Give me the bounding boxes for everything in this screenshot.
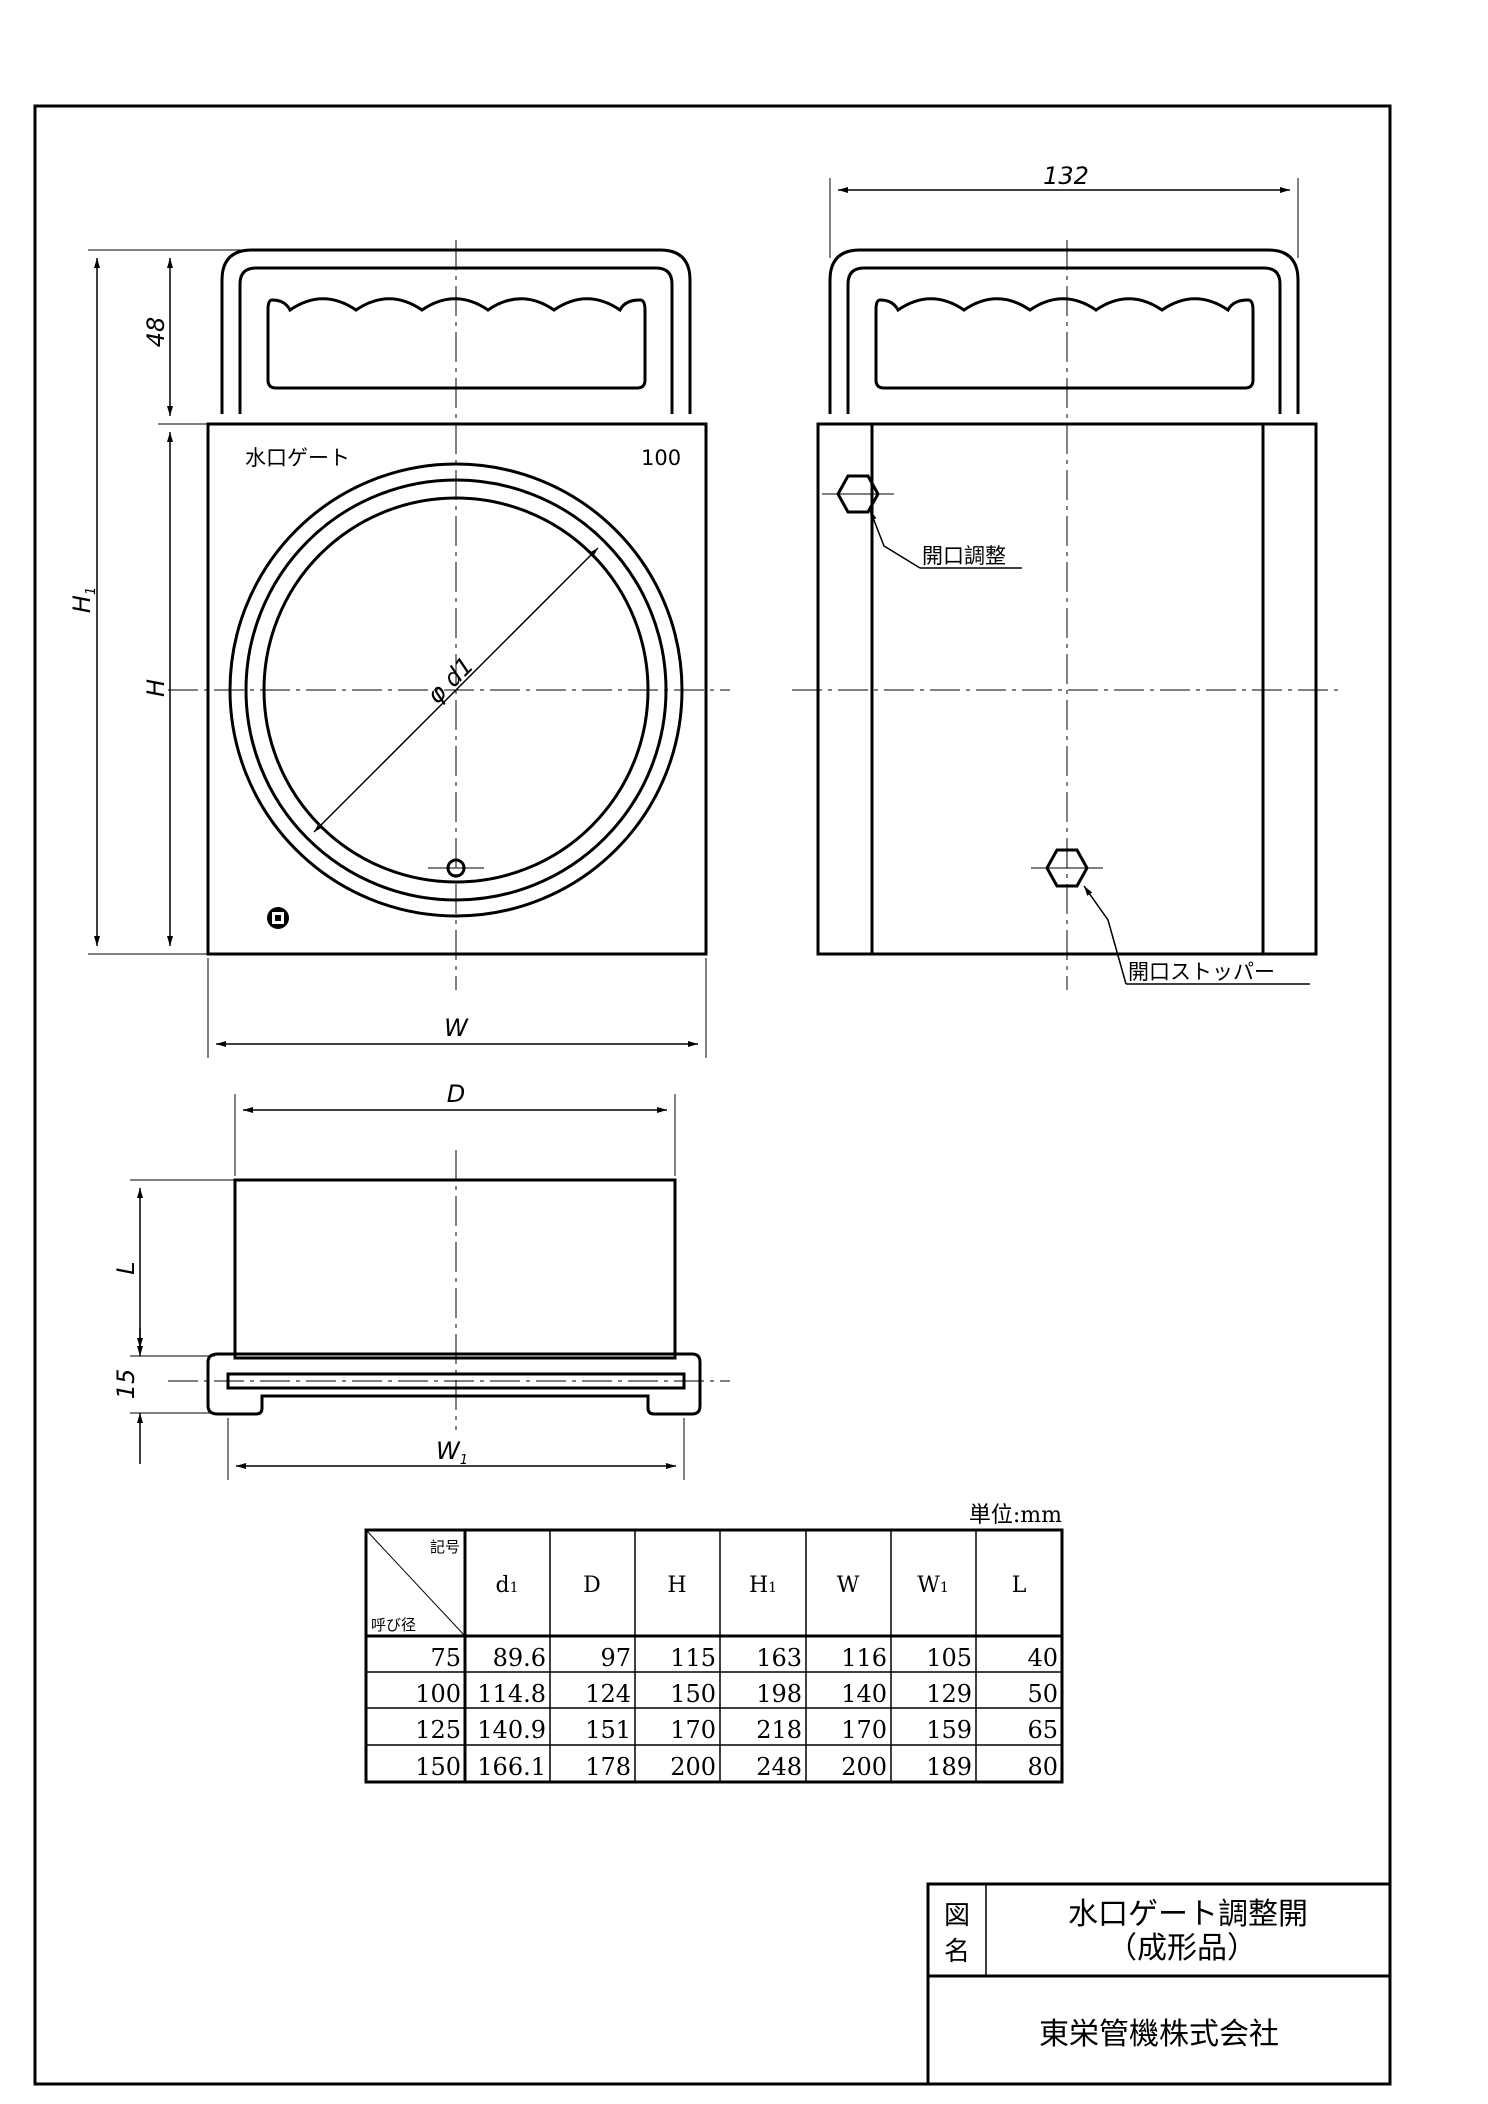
table-header-cell: W [837,1573,860,1598]
table-cell: 40 [1027,1644,1058,1672]
side-handle-outer [828,248,1300,414]
table-cell: 218 [756,1716,802,1744]
table-cell: 50 [1027,1680,1058,1708]
plate-name: 水口ゲート [245,446,350,470]
table-header-cell: L [1012,1573,1027,1598]
front-body [206,422,708,956]
table-cell: 129 [926,1680,972,1708]
table-row: 75 89.6 97 115 163 116 105 40 [430,1644,1058,1672]
table-cell: 163 [756,1644,802,1672]
front-dimensions [88,249,707,1058]
table-cell: 140.9 [477,1716,546,1744]
table-cell: 198 [756,1680,802,1708]
unit-label: 単位:mm [969,1503,1062,1528]
table-cell: 97 [600,1644,631,1672]
table-cell: 170 [841,1716,887,1744]
table-header-cell: H [667,1573,686,1598]
dim-diameter: φ d1 [421,651,479,709]
table-row: 125 140.9 151 170 218 170 159 65 [415,1716,1058,1744]
table-cell: 116 [841,1644,887,1672]
nominal-size-cell: 75 [430,1644,461,1672]
table-row: 150 166.1 178 200 248 200 189 80 [415,1753,1058,1781]
side-grip [874,297,1255,390]
dim-depth: D [447,1080,465,1108]
label-opening-stopper: 開口ストッパー [1128,960,1275,984]
table-header-cell: W1 [917,1573,949,1598]
table-cell: 114.8 [477,1680,546,1708]
table-cell: 151 [585,1716,631,1744]
table-header-cell: H1 [749,1573,777,1598]
company-name: 東栄管機株式会社 [1039,2017,1279,2052]
table-cell: 124 [585,1680,631,1708]
table-header-cell: d1 [495,1573,518,1598]
table-cell: 105 [926,1644,972,1672]
plate-size: 100 [641,446,681,470]
table-cell: 200 [841,1753,887,1781]
dim-top-width: 132 [1043,162,1089,190]
table-cell: 140 [841,1680,887,1708]
nominal-size-cell: 125 [415,1716,461,1744]
table-row: 100 114.8 124 150 198 140 129 50 [415,1680,1058,1708]
side-handle-inner [846,266,1282,414]
title-label-2: 名 [944,1937,970,1967]
bottom-view [130,1094,730,1480]
nominal-size-cell: 100 [415,1680,461,1708]
bottom-body [233,1178,677,1360]
bottom-flange [206,1352,702,1416]
leader-opening-adjust [869,509,921,569]
dim-body-height: H [142,679,170,697]
sheet-border [33,104,1392,2086]
title-label-1: 図 [944,1901,970,1931]
spec-table [364,1528,1064,1784]
table-header-row: d1 D H H1 W W1 L [495,1573,1026,1598]
table-cell: 189 [926,1753,972,1781]
table-cell: 170 [670,1716,716,1744]
dim-base-width: W1 [436,1437,468,1468]
dim-length: L [112,1261,140,1274]
table-header-cell: D [583,1573,601,1598]
drawing-subname: （成形品） [1107,1931,1257,1966]
side-view [792,178,1342,990]
table-cell: 178 [585,1753,631,1781]
diameter-line [313,547,599,833]
leader-opening-stopper [1083,885,1127,985]
dim-overall-height: H1 [68,587,99,613]
drawing-name: 水口ゲート調整開 [1068,1897,1308,1932]
table-cell: 166.1 [477,1753,546,1781]
title-block [926,1882,1392,2086]
table-cell: 159 [926,1716,972,1744]
front-grip [266,297,647,390]
table-cell: 89.6 [493,1644,546,1672]
dim-flange: 15 [112,1369,140,1400]
table-cell: 115 [670,1644,716,1672]
table-cell: 248 [756,1753,802,1781]
label-opening-adjust: 開口調整 [922,544,1006,568]
dim-width: W [444,1014,469,1042]
table-cell: 65 [1027,1716,1058,1744]
dim-handle-height: 48 [142,317,170,348]
table-cell: 200 [670,1753,716,1781]
corner-symbol: 記号 [430,1538,460,1556]
front-view [168,240,730,990]
table-cell: 80 [1027,1753,1058,1781]
table-cell: 150 [670,1680,716,1708]
corner-nominal: 呼び径 [371,1616,416,1634]
nominal-size-cell: 150 [415,1753,461,1781]
